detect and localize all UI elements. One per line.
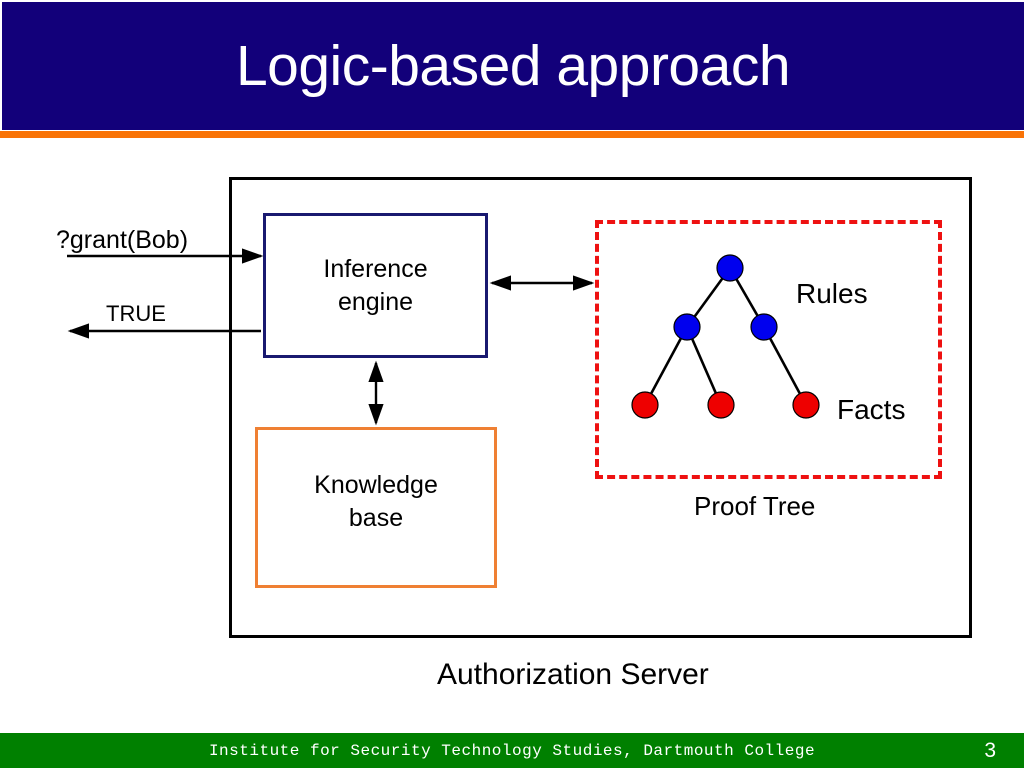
- proof-tree-fact-node: [792, 391, 820, 419]
- proof-tree-nodes: [631, 254, 820, 419]
- proof-tree-rule-node: [750, 313, 778, 341]
- response-label: TRUE: [106, 301, 166, 326]
- title-accent-rule: [0, 131, 1024, 138]
- inference-engine-label: Inference engine: [323, 254, 428, 316]
- knowledge-base-box: Knowledge base: [255, 427, 497, 588]
- facts-label: Facts: [837, 394, 906, 425]
- slide-diagram: Inference engine Knowledge base ?grant(B…: [0, 138, 1024, 730]
- proof-tree-box: [595, 220, 942, 479]
- proof-tree-rule-node: [673, 313, 701, 341]
- slide-title-banner: Logic-based approach: [2, 2, 1024, 130]
- page-title: Logic-based approach: [235, 34, 791, 98]
- proof-tree-caption: Proof Tree: [694, 491, 816, 521]
- diagram-vector-layer: [67, 248, 820, 426]
- footer-institution-text: Institute for Security Technology Studie…: [208, 741, 816, 760]
- proof-tree-fact-node: [707, 391, 735, 419]
- query-label: ?grant(Bob): [56, 226, 189, 254]
- proof-tree-rule-node: [716, 254, 744, 282]
- inference-engine-box: Inference engine: [263, 213, 488, 358]
- proof-tree-edge: [643, 326, 689, 406]
- knowledge-base-label: Knowledge base: [314, 470, 438, 532]
- proof-tree-edges: [643, 267, 808, 406]
- slide-page-number: 3: [984, 738, 996, 762]
- proof-tree-edge: [762, 326, 808, 406]
- authorization-server-caption: Authorization Server: [437, 658, 709, 691]
- rules-label: Rules: [796, 278, 868, 309]
- proof-tree-fact-node: [631, 391, 659, 419]
- proof-tree-edge: [685, 326, 723, 406]
- authorization-server-box: [229, 177, 972, 638]
- slide-footer-bar: Institute for Security Technology Studie…: [0, 733, 1024, 768]
